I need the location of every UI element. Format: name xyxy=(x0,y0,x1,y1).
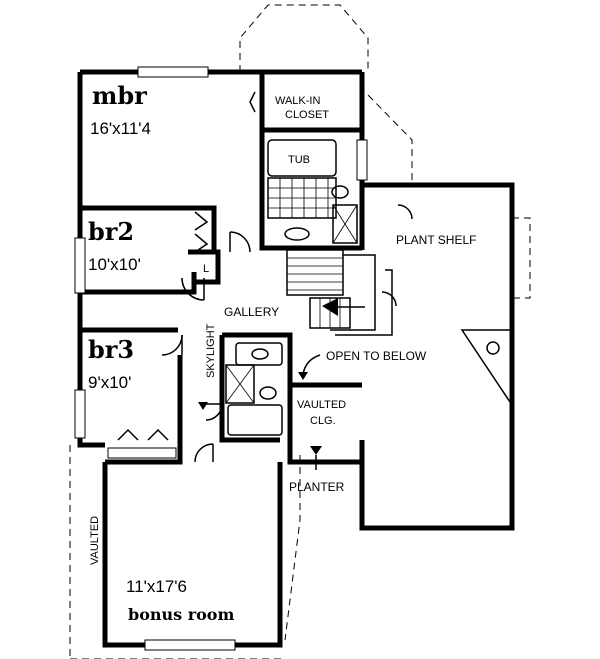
br3-name: br3 xyxy=(88,335,134,364)
mbr-size: 16'x11'4 xyxy=(90,119,151,138)
bonus-name: bonus room xyxy=(128,605,234,624)
interior-walls xyxy=(80,127,365,465)
br3-size: 9'x10' xyxy=(88,373,131,392)
plant-shelf-label: PLANT SHELF xyxy=(396,233,476,247)
windows xyxy=(74,66,368,651)
skylight-label: SKYLIGHT xyxy=(205,323,217,378)
br2-name: br2 xyxy=(88,217,134,246)
vaulted-clg-label-2: CLG. xyxy=(310,415,336,427)
roof-outlines xyxy=(69,4,531,659)
gallery-label: GALLERY xyxy=(224,305,279,319)
tub-label: TUB xyxy=(288,154,310,166)
open-to-below-marker xyxy=(460,329,513,408)
vaulted-label: VAULTED xyxy=(89,516,101,565)
planter-label: PLANTER xyxy=(289,480,345,494)
closet-doors xyxy=(117,91,256,441)
bonus-size: 11'x17'6 xyxy=(126,577,187,596)
bath-fixtures xyxy=(225,139,358,436)
vaulted-clg-label-1: VAULTED xyxy=(297,399,346,411)
walk-in-label-2: CLOSET xyxy=(285,109,329,121)
walk-in-label-1: WALK-IN xyxy=(275,95,320,107)
br2-size: 10'x10' xyxy=(88,255,141,274)
linen-label: L xyxy=(203,263,209,275)
open-to-below-label: OPEN TO BELOW xyxy=(326,349,427,363)
annotation-arrows xyxy=(198,354,322,470)
stairs xyxy=(286,249,393,336)
door-swings xyxy=(161,204,413,463)
mbr-name: mbr xyxy=(92,81,147,110)
